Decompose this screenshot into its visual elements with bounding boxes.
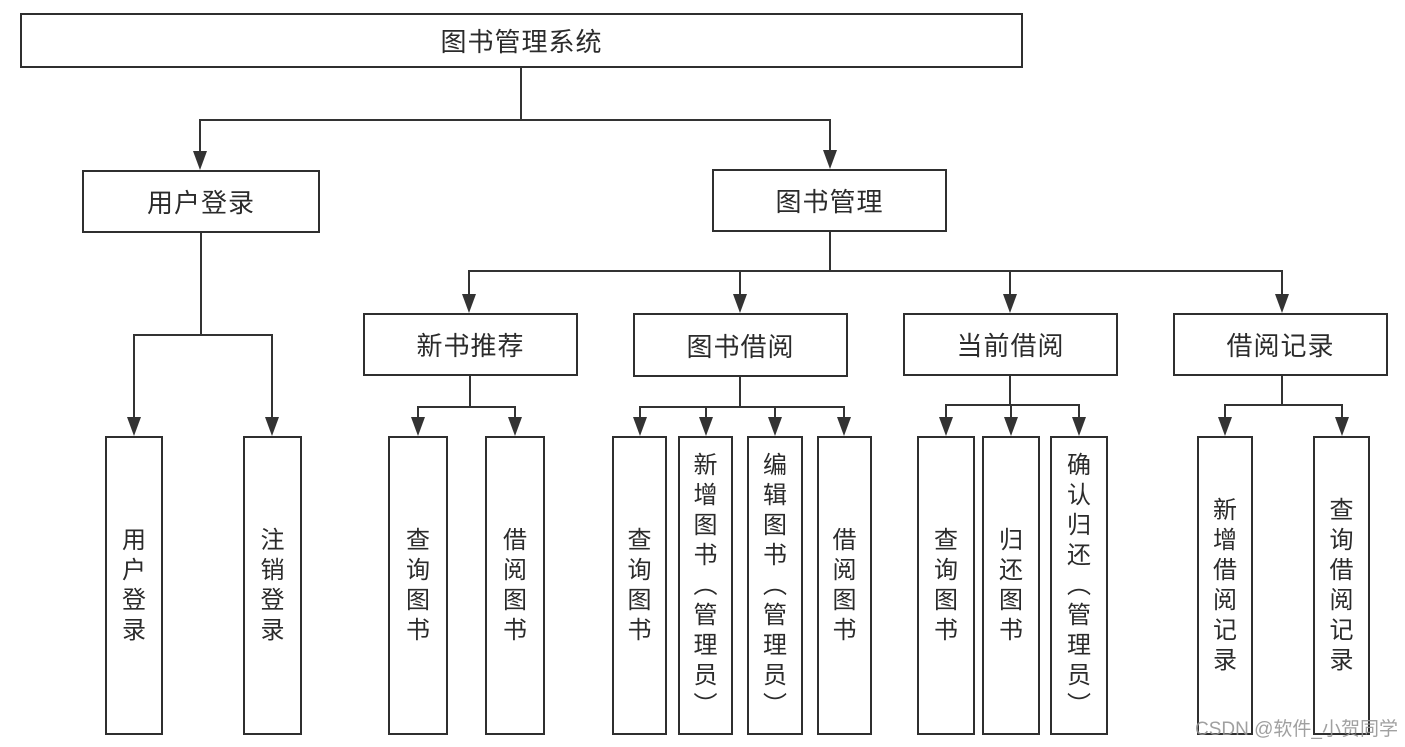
- leaf-add-borrow-record: 新 增 借 阅 记 录: [1197, 436, 1253, 735]
- connector-drop: [270, 335, 274, 419]
- node-current-borrow: 当前借阅: [903, 313, 1118, 376]
- connector-drop: [1340, 405, 1344, 419]
- arrow-down-icon: [1072, 417, 1086, 436]
- leaf-confirm-return-admin: 确 认 归 还 ︵ 管 理 员 ︶: [1050, 436, 1108, 735]
- node-label: 编 辑 图 书 ︵ 管 理 员 ︶: [763, 451, 787, 719]
- node-label: 查 询 借 阅 记 录: [1329, 496, 1354, 674]
- node-label: 当前借阅: [956, 331, 1065, 361]
- connector-rail: [198, 118, 832, 122]
- node-label: 图书管理: [775, 187, 884, 217]
- connector-stub: [738, 377, 742, 407]
- node-label: 归 还 图 书: [999, 526, 1023, 644]
- leaf-borrow-books-2: 借 阅 图 书: [817, 436, 872, 735]
- leaf-query-books-3: 查 询 图 书: [917, 436, 975, 735]
- connector-drop: [1008, 271, 1012, 296]
- node-borrow-records: 借阅记录: [1173, 313, 1388, 376]
- connector-stub: [468, 376, 472, 407]
- connector-drop: [638, 407, 642, 419]
- connector-drop: [1223, 405, 1227, 419]
- arrow-down-icon: [768, 417, 782, 436]
- node-label: 图书借阅: [686, 331, 795, 362]
- connector-stub: [519, 68, 523, 120]
- node-library-management-system: 图书管理系统: [20, 13, 1023, 68]
- node-label: 借 阅 图 书: [832, 526, 857, 644]
- arrow-down-icon: [1335, 417, 1349, 436]
- node-book-borrow: 图书借阅: [633, 313, 848, 377]
- node-label: 借阅记录: [1226, 331, 1335, 361]
- leaf-query-books-1: 查 询 图 书: [388, 436, 448, 735]
- node-label: 新书推荐: [416, 331, 525, 361]
- arrow-down-icon: [265, 417, 279, 436]
- node-label: 查 询 图 书: [627, 526, 652, 644]
- connector-drop: [1009, 405, 1013, 419]
- connector-stub: [1280, 376, 1284, 405]
- arrow-down-icon: [193, 151, 207, 170]
- connector-stub: [828, 232, 832, 271]
- arrow-down-icon: [939, 417, 953, 436]
- connector-rail: [132, 333, 274, 337]
- leaf-query-books-2: 查 询 图 书: [612, 436, 667, 735]
- arrow-down-icon: [633, 417, 647, 436]
- leaf-add-books-admin: 新 增 图 书 ︵ 管 理 员 ︶: [678, 436, 733, 735]
- arrow-down-icon: [462, 294, 476, 313]
- arrow-down-icon: [1218, 417, 1232, 436]
- connector-rail: [467, 269, 1284, 273]
- leaf-query-borrow-record: 查 询 借 阅 记 录: [1313, 436, 1370, 735]
- arrow-down-icon: [411, 417, 425, 436]
- node-new-book-recommend: 新书推荐: [363, 313, 578, 376]
- connector-drop: [704, 407, 708, 419]
- leaf-edit-books-admin: 编 辑 图 书 ︵ 管 理 员 ︶: [747, 436, 803, 735]
- connector-drop: [842, 407, 846, 419]
- leaf-user-login: 用 户 登 录: [105, 436, 163, 735]
- node-label: 图书管理系统: [440, 27, 603, 57]
- connector-drop: [773, 407, 777, 419]
- connector-drop: [828, 120, 832, 152]
- arrow-down-icon: [699, 417, 713, 436]
- node-label: 新 增 图 书 ︵ 管 理 员 ︶: [693, 451, 718, 719]
- arrow-down-icon: [733, 294, 747, 313]
- node-book-management: 图书管理: [712, 169, 947, 232]
- node-label: 查 询 图 书: [934, 526, 958, 644]
- connector-drop: [467, 271, 471, 296]
- watermark: CSDN @软件_小贺同学: [1195, 719, 1398, 740]
- connector-drop: [738, 271, 742, 296]
- connector-stub: [1008, 376, 1012, 405]
- connector-rail: [416, 405, 517, 409]
- connector-drop: [198, 120, 202, 153]
- arrow-down-icon: [508, 417, 522, 436]
- connector-drop: [1077, 405, 1081, 419]
- connector-stub: [199, 233, 203, 335]
- arrow-down-icon: [127, 417, 141, 436]
- node-label: 注 销 登 录: [260, 526, 285, 644]
- leaf-return-books: 归 还 图 书: [982, 436, 1040, 735]
- connector-drop: [1280, 271, 1284, 296]
- arrow-down-icon: [1004, 417, 1018, 436]
- connector-drop: [944, 405, 948, 419]
- node-user-login: 用户登录: [82, 170, 320, 233]
- arrow-down-icon: [823, 150, 837, 169]
- node-label: 查 询 图 书: [406, 526, 430, 644]
- arrow-down-icon: [1275, 294, 1289, 313]
- leaf-borrow-books-1: 借 阅 图 书: [485, 436, 545, 735]
- node-label: 用户登录: [146, 188, 255, 218]
- connector-rail: [1223, 403, 1344, 407]
- node-label: 确 认 归 还 ︵ 管 理 员 ︶: [1067, 451, 1091, 719]
- connector-drop: [416, 407, 420, 419]
- connector-rail: [944, 403, 1081, 407]
- connector-drop: [513, 407, 517, 419]
- leaf-logout: 注 销 登 录: [243, 436, 302, 735]
- node-label: 借 阅 图 书: [503, 526, 527, 644]
- arrow-down-icon: [1003, 294, 1017, 313]
- node-label: 新 增 借 阅 记 录: [1213, 496, 1237, 674]
- connector-rail: [638, 405, 846, 409]
- connector-drop: [132, 335, 136, 419]
- node-label: 用 户 登 录: [122, 526, 146, 644]
- arrow-down-icon: [837, 417, 851, 436]
